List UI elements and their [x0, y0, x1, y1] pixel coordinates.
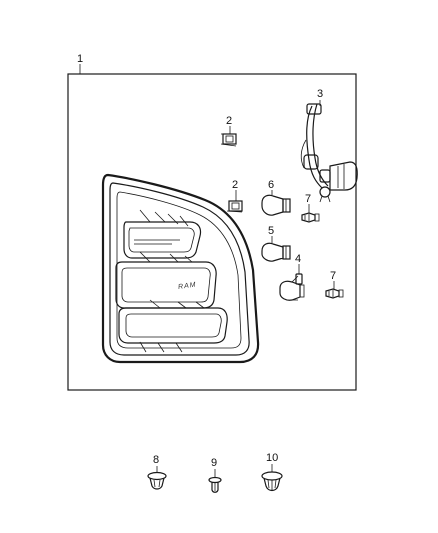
tail-lamp-housing: RAM [101, 173, 260, 364]
lens-segment-middle [115, 251, 217, 309]
lamp-lettering: RAM [178, 281, 197, 291]
bulb-upper [261, 194, 291, 216]
callout-6: 6 [268, 179, 274, 191]
bulb-small-upper [301, 212, 320, 223]
bulb-lower [261, 242, 291, 262]
callout-1: 1 [77, 53, 83, 65]
callout-8: 8 [153, 454, 159, 466]
wiring-harness [300, 103, 358, 203]
callout-9: 9 [211, 457, 217, 469]
callout-3: 3 [317, 88, 323, 100]
callout-7-lower: 7 [330, 270, 336, 282]
callout-7-upper: 7 [305, 193, 311, 205]
nut-lower [226, 200, 243, 213]
callout-10: 10 [266, 452, 278, 464]
socket [279, 273, 305, 301]
callout-2-upper: 2 [226, 115, 232, 127]
push-pin-8 [147, 471, 167, 490]
lens-segment-top [123, 209, 202, 259]
bulb-small-lower [325, 288, 344, 299]
push-pin-10 [261, 471, 283, 492]
push-pin-9 [208, 476, 222, 493]
callout-5: 5 [268, 225, 274, 237]
callout-2-lower: 2 [232, 179, 238, 191]
callout-4: 4 [295, 253, 301, 265]
lens-segment-bottom [118, 299, 228, 353]
assembly-frame [67, 73, 357, 391]
nut-upper [220, 133, 237, 147]
